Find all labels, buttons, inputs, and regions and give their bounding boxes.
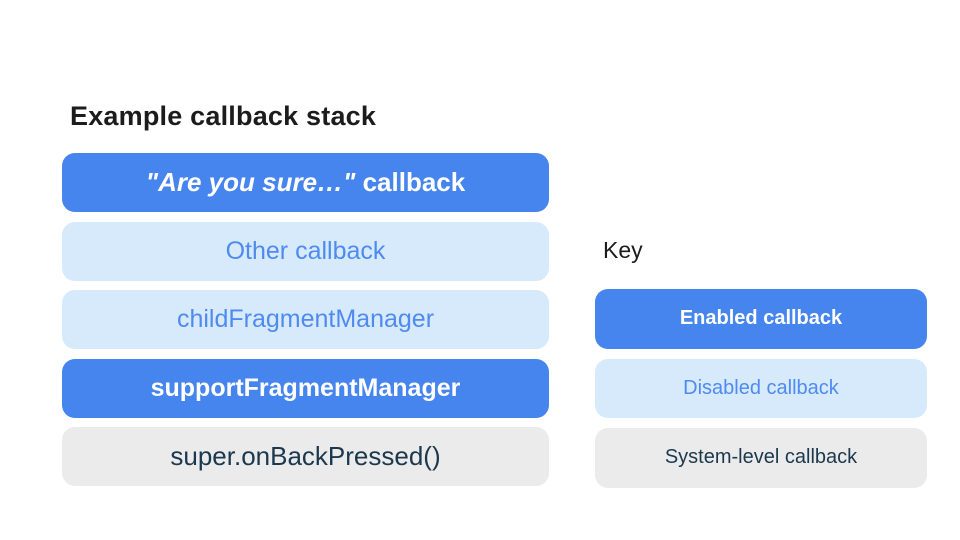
stack-item-childfragmentmanager: childFragmentManager [62, 290, 549, 349]
key-heading: Key [603, 237, 643, 263]
stack-item-are-you-sure-quoted-text: "Are you sure…" [145, 167, 356, 197]
stack-item-are-you-sure-suffix-text: callback [355, 167, 466, 197]
diagram-title: Example callback stack [70, 101, 377, 131]
key-item-enabled-callback: Enabled callback [595, 289, 927, 349]
stack-item-other-callback: Other callback [62, 221, 549, 281]
callback-stack: "Are you sure…" callback Other callback … [62, 153, 549, 486]
key-item-system-level-callback: System-level callback [595, 428, 927, 488]
stack-item-super-onbackpressed: super.onBackPressed() [62, 427, 549, 486]
key-legend: Enabled callback Disabled callback Syste… [595, 289, 927, 488]
stack-item-are-you-sure-callback: "Are you sure…" callback [62, 153, 549, 212]
stack-item-supportfragmentmanager: supportFragmentManager [62, 358, 549, 418]
key-item-disabled-callback: Disabled callback [595, 358, 927, 418]
